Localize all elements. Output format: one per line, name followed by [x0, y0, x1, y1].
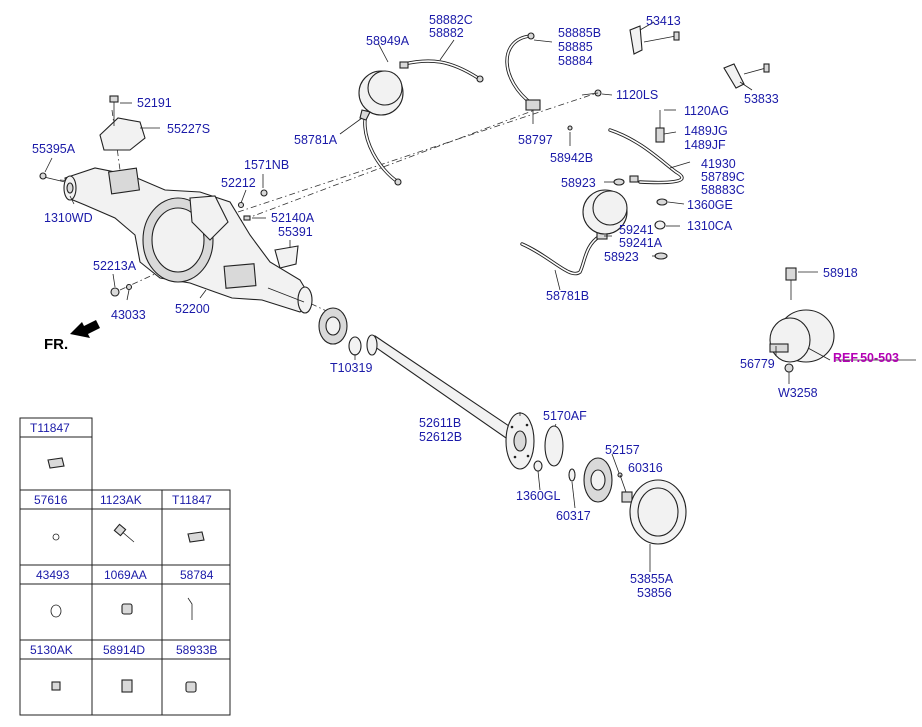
label-1310ca: 1310CA — [687, 219, 733, 233]
fitting-icon — [121, 679, 133, 693]
parts-table: T11847 57616 1123AK T11847 43493 1069AA … — [19, 417, 231, 716]
axle-housing — [39, 95, 313, 314]
label-58949a: 58949A — [366, 34, 410, 48]
axle-bearing — [318, 307, 362, 356]
ref-link[interactable]: REF.50-503 — [833, 351, 899, 365]
table-cell-5130ak: 5130AK — [30, 643, 73, 657]
washer-icon — [52, 533, 60, 541]
table-cell-58914d: 58914D — [103, 643, 145, 657]
label-1489jf: 1489JF — [684, 138, 726, 152]
table-cell-58784: 58784 — [180, 568, 214, 582]
table-cell-t11847: T11847 — [172, 493, 212, 507]
label-58923-upper: 58923 — [561, 176, 596, 190]
label-58885b: 58885B — [558, 26, 601, 40]
label-58885: 58885 — [558, 40, 593, 54]
label-41930: 41930 — [701, 157, 736, 171]
label-t10319: T10319 — [330, 361, 372, 375]
label-5170af: 5170AF — [543, 409, 587, 423]
label-43033: 43033 — [111, 308, 146, 322]
label-58781b: 58781B — [546, 289, 589, 303]
label-52157: 52157 — [605, 443, 640, 457]
label-58918: 58918 — [823, 266, 858, 280]
label-59241a: 59241A — [619, 236, 663, 250]
label-1489jg: 1489JG — [684, 124, 728, 138]
key-icon — [47, 457, 65, 469]
label-52213a: 52213A — [93, 259, 137, 273]
hub-parts — [533, 425, 687, 545]
nut-icon — [51, 681, 61, 691]
part-labels: 58882C 58882 58949A 58885B 58885 58884 5… — [32, 13, 858, 600]
label-56779: 56779 — [740, 357, 775, 371]
label-58883c: 58883C — [701, 183, 745, 197]
table-cell-1123ak: 1123AK — [100, 493, 142, 507]
label-55227s: 55227S — [167, 122, 210, 136]
label-53856: 53856 — [637, 586, 672, 600]
label-w3258: W3258 — [778, 386, 818, 400]
label-52200: 52200 — [175, 302, 210, 316]
label-1120ag: 1120AG — [684, 104, 729, 118]
front-label: FR. — [44, 336, 68, 353]
leader-lines — [44, 21, 916, 572]
label-58789c: 58789C — [701, 170, 745, 184]
label-52191: 52191 — [137, 96, 172, 110]
label-59241: 59241 — [619, 223, 654, 237]
label-55395a: 55395A — [32, 142, 76, 156]
bushing-icon — [121, 603, 133, 615]
label-60316: 60316 — [628, 461, 663, 475]
label-1360gl: 1360GL — [516, 489, 561, 503]
key-icon — [187, 531, 205, 543]
label-52611b: 52611B — [419, 416, 461, 430]
label-58781a: 58781A — [294, 133, 338, 147]
axle-shaft — [366, 334, 535, 470]
brake-chamber-upper — [358, 61, 409, 121]
label-58882: 58882 — [429, 26, 464, 40]
table-cell-1069aa: 1069AA — [104, 568, 147, 582]
label-52612b: 52612B — [419, 430, 462, 444]
brake-chamber-lower — [582, 189, 628, 235]
label-53855a: 53855A — [630, 572, 674, 586]
brackets — [629, 25, 770, 89]
label-1120ls: 1120LS — [616, 88, 658, 102]
table-cell-43493: 43493 — [36, 568, 70, 582]
label-1360ge: 1360GE — [687, 198, 733, 212]
bolt-icon — [113, 523, 135, 543]
label-53413: 53413 — [646, 14, 681, 28]
label-58882c: 58882C — [429, 13, 473, 27]
table-cell-58933b: 58933B — [176, 643, 217, 657]
label-58942b: 58942B — [550, 151, 593, 165]
label-60317: 60317 — [556, 509, 591, 523]
table-cell-57616: 57616 — [34, 493, 68, 507]
o-ring-icon — [50, 604, 62, 618]
label-52140a: 52140A — [271, 211, 315, 225]
label-53833: 53833 — [744, 92, 779, 106]
spring-brake-chamber — [769, 267, 835, 373]
label-58797: 58797 — [518, 133, 553, 147]
front-arrow — [70, 320, 100, 338]
table-cell-t11847-top: T11847 — [30, 421, 70, 435]
hose-icon — [187, 597, 193, 620]
label-52212: 52212 — [221, 176, 256, 190]
label-1571nb: 1571NB — [244, 158, 289, 172]
label-1310wd: 1310WD — [44, 211, 93, 225]
plug-icon — [185, 681, 197, 693]
label-58884: 58884 — [558, 54, 593, 68]
label-58923-lower: 58923 — [604, 250, 639, 264]
label-55391: 55391 — [278, 225, 313, 239]
